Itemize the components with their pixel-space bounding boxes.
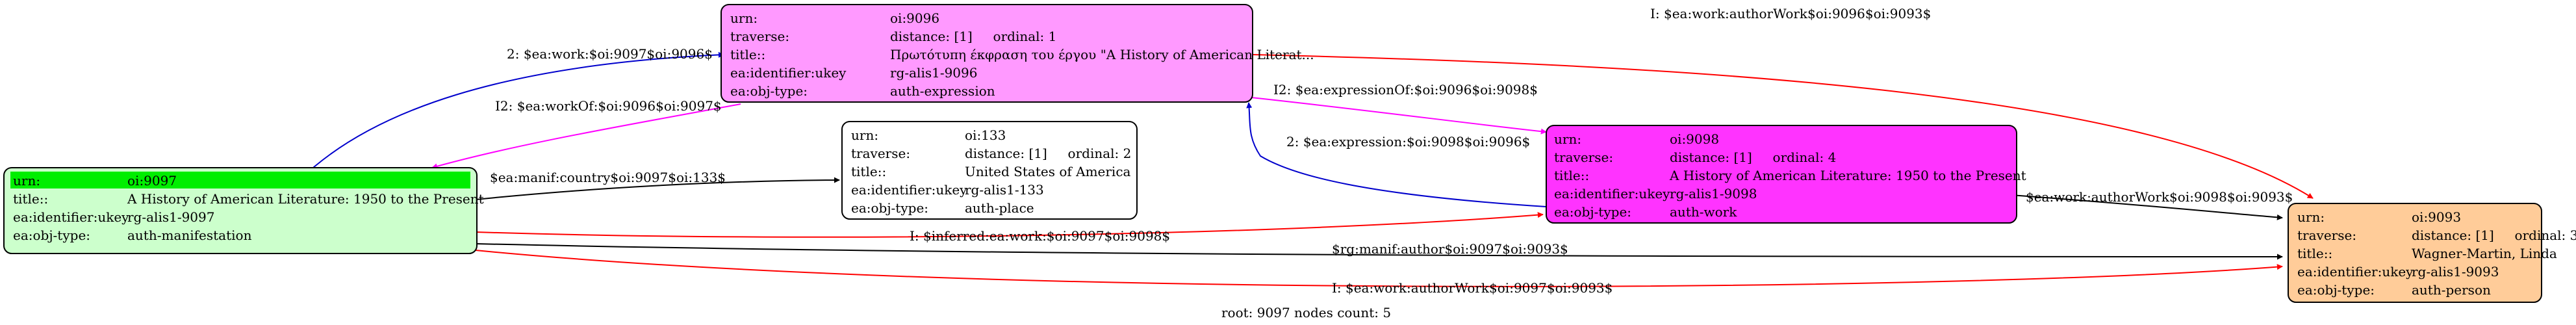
edge-workof-9096-9097[interactable]: I2: $ea:workOf:$oi:9096$oi:9097$ xyxy=(431,98,741,170)
root-highlight xyxy=(10,172,470,188)
node-key: ea:obj-type: xyxy=(730,83,808,99)
edge-expressionof-9096-9098[interactable]: I2: $ea:expressionOf:$oi:9096$oi:9098$ xyxy=(1251,82,1547,135)
node-value: A History of American Literature: 1950 t… xyxy=(127,191,484,207)
node-key: urn: xyxy=(730,10,758,26)
node-key: ea:obj-type: xyxy=(2297,282,2375,298)
node-key: ea:obj-type: xyxy=(13,228,90,243)
node-value: rg-alis1-9096 xyxy=(890,65,977,81)
node-oi-9096[interactable]: urn: oi:9096 traverse: distance: [1] ord… xyxy=(721,4,1314,103)
node-value: rg-alis1-9093 xyxy=(2412,264,2499,280)
node-key: urn: xyxy=(851,127,878,143)
node-value: auth-place xyxy=(965,200,1034,216)
node-key: ea:identifier:ukey xyxy=(851,182,967,198)
node-oi-9097[interactable]: urn: oi:9097 title:: A History of Americ… xyxy=(3,167,484,254)
node-key: urn: xyxy=(13,173,40,188)
node-oi-9093[interactable]: urn: oi:9093 traverse: distance: [1] ord… xyxy=(2288,203,2576,303)
node-key: title:: xyxy=(1554,168,1589,183)
edge-label: $ea:manif:country$oi:9097$oi:133$ xyxy=(490,170,726,185)
node-key: traverse: xyxy=(730,29,789,44)
node-key: ea:identifier:ukey xyxy=(2297,264,2414,280)
edge-label: I: $inferred:ea:work:$oi:9097$oi:9098$ xyxy=(910,228,1170,244)
node-value: distance: [1] ordinal: 1 xyxy=(890,29,1056,44)
edge-label: 2: $ea:work:$oi:9097$oi:9096$ xyxy=(507,46,713,62)
edge-inferred-9097-9098[interactable]: I: $inferred:ea:work:$oi:9097$oi:9098$ xyxy=(475,212,1544,244)
edge-expression-9098-9096[interactable]: 2: $ea:expression:$oi:9098$oi:9096$ xyxy=(1246,102,1547,207)
node-value: oi:9098 xyxy=(1670,131,1719,147)
node-value: oi:9097 xyxy=(127,173,177,188)
node-key: ea:obj-type: xyxy=(851,200,928,216)
node-key: ea:identifier:ukey xyxy=(1554,186,1670,202)
edge-label: I: $ea:work:authorWork$oi:9096$oi:9093$ xyxy=(1650,6,1931,21)
node-value: distance: [1] ordinal: 3 xyxy=(2412,228,2576,243)
edge-country-9097-133[interactable]: $ea:manif:country$oi:9097$oi:133$ xyxy=(475,170,840,200)
edge-label: $rg:manif:author$oi:9097$oi:9093$ xyxy=(1332,241,1568,257)
node-value: United States of America xyxy=(965,164,1131,179)
node-value: auth-work xyxy=(1670,204,1737,220)
node-value: auth-expression xyxy=(890,83,995,99)
node-key: ea:obj-type: xyxy=(1554,204,1631,220)
edges: 2: $ea:work:$oi:9097$oi:9096$ I2: $ea:wo… xyxy=(312,6,2314,296)
node-value: rg-alis1-9098 xyxy=(1670,186,1757,202)
edge-authorwork-9097-9093[interactable]: I: $ea:work:authorWork$oi:9097$oi:9093$ xyxy=(475,250,2283,296)
edge-authorwork-9096-9093[interactable]: I: $ea:work:authorWork$oi:9096$oi:9093$ xyxy=(1251,6,2314,199)
edge-label: I: $ea:work:authorWork$oi:9097$oi:9093$ xyxy=(1332,280,1613,296)
node-value: oi:9096 xyxy=(890,10,939,26)
edge-author-9097-9093[interactable]: $rg:manif:author$oi:9097$oi:9093$ xyxy=(475,241,2283,260)
node-value: Wagner-Martin, Linda xyxy=(2412,246,2557,261)
node-key: title:: xyxy=(851,164,886,179)
node-oi-133[interactable]: urn: oi:133 traverse: distance: [1] ordi… xyxy=(841,121,1138,220)
edge-authorwork-9098-9093[interactable]: $ea:work:authorWork$oi:9098$oi:9093$ xyxy=(2010,189,2293,220)
node-key: title:: xyxy=(2297,246,2332,261)
edge-label: I2: $ea:workOf:$oi:9096$oi:9097$ xyxy=(495,98,722,114)
node-key: ea:identifier:ukey xyxy=(13,209,129,225)
edge-label: I2: $ea:expressionOf:$oi:9096$oi:9098$ xyxy=(1273,82,1538,98)
node-value: oi:9093 xyxy=(2412,209,2461,225)
node-value: distance: [1] ordinal: 4 xyxy=(1670,150,1836,165)
node-key: title:: xyxy=(730,47,765,62)
node-key: title:: xyxy=(13,191,48,207)
edge-work-9097-9096[interactable]: 2: $ea:work:$oi:9097$oi:9096$ xyxy=(312,46,724,168)
node-key: traverse: xyxy=(2297,228,2356,243)
node-value: oi:133 xyxy=(965,127,1006,143)
node-key: urn: xyxy=(1554,131,1581,147)
edge-label: 2: $ea:expression:$oi:9098$oi:9096$ xyxy=(1286,134,1530,150)
node-key: ea:identifier:ukey xyxy=(730,65,847,81)
node-key: traverse: xyxy=(851,146,910,161)
node-oi-9098[interactable]: urn: oi:9098 traverse: distance: [1] ord… xyxy=(1546,125,2026,224)
edge-label: $ea:work:authorWork$oi:9098$oi:9093$ xyxy=(2026,189,2293,205)
node-value: auth-manifestation xyxy=(127,228,252,243)
node-value: Πρωτότυπη έκφραση του έργου "A History o… xyxy=(890,47,1314,62)
node-key: urn: xyxy=(2297,209,2325,225)
graph-footer: root: 9097 nodes count: 5 xyxy=(1221,305,1391,320)
node-key: traverse: xyxy=(1554,150,1613,165)
node-value: A History of American Literature: 1950 t… xyxy=(1669,168,2026,183)
node-value: auth-person xyxy=(2412,282,2491,298)
node-value: distance: [1] ordinal: 2 xyxy=(965,146,1131,161)
node-value: rg-alis1-133 xyxy=(965,182,1044,198)
node-value: rg-alis1-9097 xyxy=(127,209,214,225)
